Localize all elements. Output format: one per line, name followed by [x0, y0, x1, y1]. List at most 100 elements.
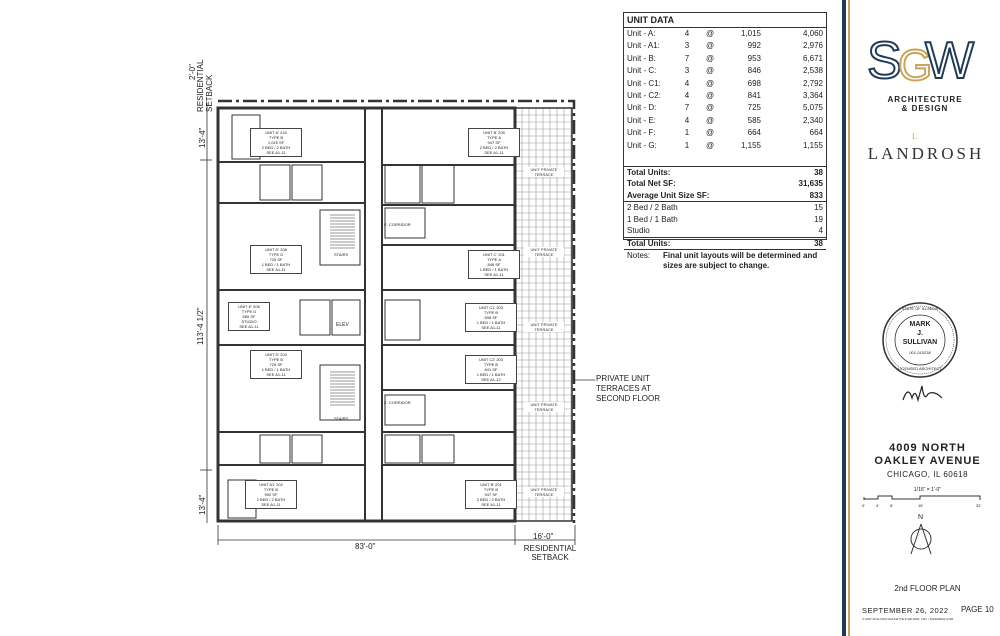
svg-text:S: S: [867, 32, 900, 85]
unit-total: 5,075: [802, 103, 823, 113]
unit-beds: 2 BED / 2 BATH: [479, 145, 509, 150]
architect-seal: [882, 302, 958, 378]
unit-ref: SEE A1-11: [266, 150, 286, 155]
total-units-row-2: Total Units:38: [624, 238, 826, 250]
dim-width: 83'-0": [355, 542, 376, 551]
unit-total: 3,364: [802, 90, 823, 100]
unit-name: UNIT E' 206: [238, 304, 260, 309]
unit-unit: Unit - B:: [627, 53, 656, 63]
unit-unit: Unit - C:: [627, 66, 657, 76]
avg-size-row: Average Unit Size SF:833: [624, 190, 826, 202]
unit-name: UNIT D' 204: [265, 352, 287, 357]
address-line1: 4009 NORTH: [889, 442, 966, 454]
dim-height: 113'-4 1/2": [196, 307, 205, 345]
notes-row: Notes:Final unit layouts will be determi…: [624, 249, 826, 272]
terrace-label: UNIT PRIVATE TERRACE: [524, 322, 564, 332]
unit-size: 725: [747, 103, 761, 113]
unit-total: 2,340: [802, 115, 823, 125]
value: 4: [818, 226, 823, 236]
unit-total: 2,538: [802, 66, 823, 76]
unit-at: @: [705, 140, 715, 150]
gold-stripe: [848, 0, 850, 636]
firm-line2: & DESIGN: [901, 104, 949, 113]
unit-at: @: [705, 41, 715, 51]
unit-count: 3: [684, 66, 690, 76]
seal-name1: MARK: [909, 321, 931, 328]
north-label: N: [918, 514, 924, 521]
unit-count: 7: [684, 103, 690, 113]
unit-type: TYPE B: [268, 135, 284, 140]
unit-total: 2,976: [802, 41, 823, 51]
unit-beds: 1 BED / 1 BATH: [476, 372, 506, 377]
unit-at: @: [705, 115, 715, 125]
terraces-callout: PRIVATE UNIT TERRACES AT SECOND FLOOR: [596, 374, 661, 403]
sheet-date: SEPTEMBER 26, 2022: [862, 606, 949, 615]
unit-name: UNIT A' 216: [265, 130, 287, 135]
unit-name: UNIT C2' 203: [478, 357, 504, 362]
sgw-logo: S G W: [866, 31, 975, 85]
unit-count: 4: [684, 78, 690, 88]
label: Studio: [627, 226, 650, 236]
unit-beds: STUDIO: [241, 319, 257, 324]
unit-size: 664: [747, 128, 761, 138]
unit-demising-walls: [218, 161, 515, 466]
unit-type: TYPE B: [483, 487, 499, 492]
unit-name: UNIT C1' 203: [478, 305, 504, 310]
unit-name: UNIT C' 201: [483, 252, 505, 257]
unit-beds: 1 BED / 1 BATH: [479, 267, 509, 272]
unit-ref: SEE A1-11: [481, 325, 501, 330]
unit-at: @: [705, 29, 715, 38]
notes-label: Notes:: [627, 251, 651, 261]
unit-ref: SEE A1-11: [266, 267, 286, 272]
value: 15: [814, 203, 823, 213]
unit-ref: SEE A1-11: [481, 502, 501, 507]
unit-at: @: [705, 128, 715, 138]
unit-size: 947 SF: [484, 492, 498, 497]
svg-text:G: G: [898, 41, 932, 85]
terrace-label: UNIT PRIVATE TERRACE: [524, 402, 564, 412]
unit-ref: SEE A1-12: [481, 377, 501, 382]
unit-total: 1,155: [802, 140, 823, 150]
unit-size: 947 SF: [487, 140, 501, 145]
total-units-row: Total Units:38: [624, 167, 826, 179]
unit-count: 3: [684, 41, 690, 51]
unit-type: TYPE D: [241, 309, 257, 314]
dimension-lines: [200, 103, 595, 545]
seal-top: STATE OF ILLINOIS: [901, 306, 939, 311]
unit-type: TYPE B: [268, 357, 284, 362]
unit-type: TYPE A: [486, 135, 501, 140]
unit-unit: Unit - F:: [627, 128, 656, 138]
tick: 16': [918, 503, 924, 508]
copyright: © 2017 SULLIVAN GOULETTE & WILSON, LTD. …: [862, 617, 954, 621]
unit-name: UNIT A1' 202: [259, 482, 283, 487]
label: 1 Bed / 1 Bath: [627, 214, 678, 224]
terrace-label: UNIT PRIVATE TERRACE: [524, 167, 564, 177]
stairs-label: STAIRS: [334, 416, 349, 421]
dim-setback-width: 16'-0": [533, 532, 554, 541]
unit-total: 6,671: [802, 53, 823, 63]
svg-text:W: W: [925, 32, 974, 85]
unit-data-title: UNIT DATA: [624, 13, 826, 28]
unit-at: @: [705, 66, 715, 76]
unit-ref: SEE A1-11: [266, 372, 286, 377]
seal-name3: SULLIVAN: [902, 339, 938, 346]
unit-size: 846: [747, 66, 761, 76]
label: Average Unit Size SF:: [627, 190, 710, 200]
tick: 4': [876, 503, 879, 508]
unit-ref: SEE A1-11: [239, 324, 259, 329]
unit-at: @: [705, 90, 715, 100]
unit-size: 1,155: [740, 140, 761, 150]
north-arrow-icon: [910, 523, 932, 555]
unit-beds: 2 BED / 2 BATH: [476, 497, 506, 502]
unit-at: @: [705, 78, 715, 88]
